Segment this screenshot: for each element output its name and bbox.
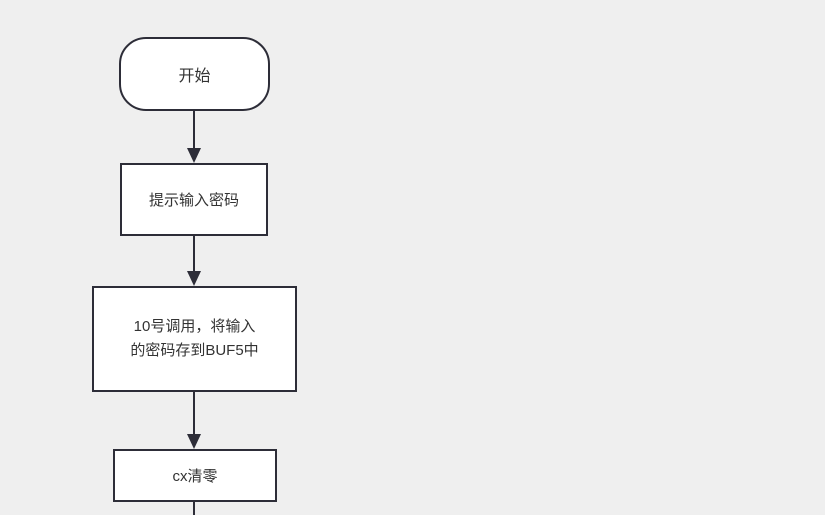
node-prompt-password-label: 提示输入密码 [148,192,239,209]
node-cx-clear[interactable]: cx清零 [113,449,277,502]
node-start-terminator[interactable]: 开始 [119,37,270,111]
node-cx-clear-label: cx清零 [172,468,218,485]
connector-clear-to-offscreen[interactable] [193,502,195,515]
node-store-buf5[interactable]: 10号调用，将输入 的密码存到BUF5中 [92,286,297,392]
node-store-buf5-label-line1: 10号调用，将输入 [133,318,256,335]
connector-start-to-prompt[interactable] [193,109,195,148]
arrowhead-down-icon [187,434,201,449]
node-store-buf5-label-line2: 的密码存到BUF5中 [130,342,259,359]
node-prompt-password[interactable]: 提示输入密码 [120,163,268,236]
arrowhead-down-icon [187,148,201,163]
arrowhead-down-icon [187,271,201,286]
node-start-label: 开始 [178,68,211,85]
connector-prompt-to-store[interactable] [193,236,195,271]
connector-store-to-clear[interactable] [193,392,195,434]
